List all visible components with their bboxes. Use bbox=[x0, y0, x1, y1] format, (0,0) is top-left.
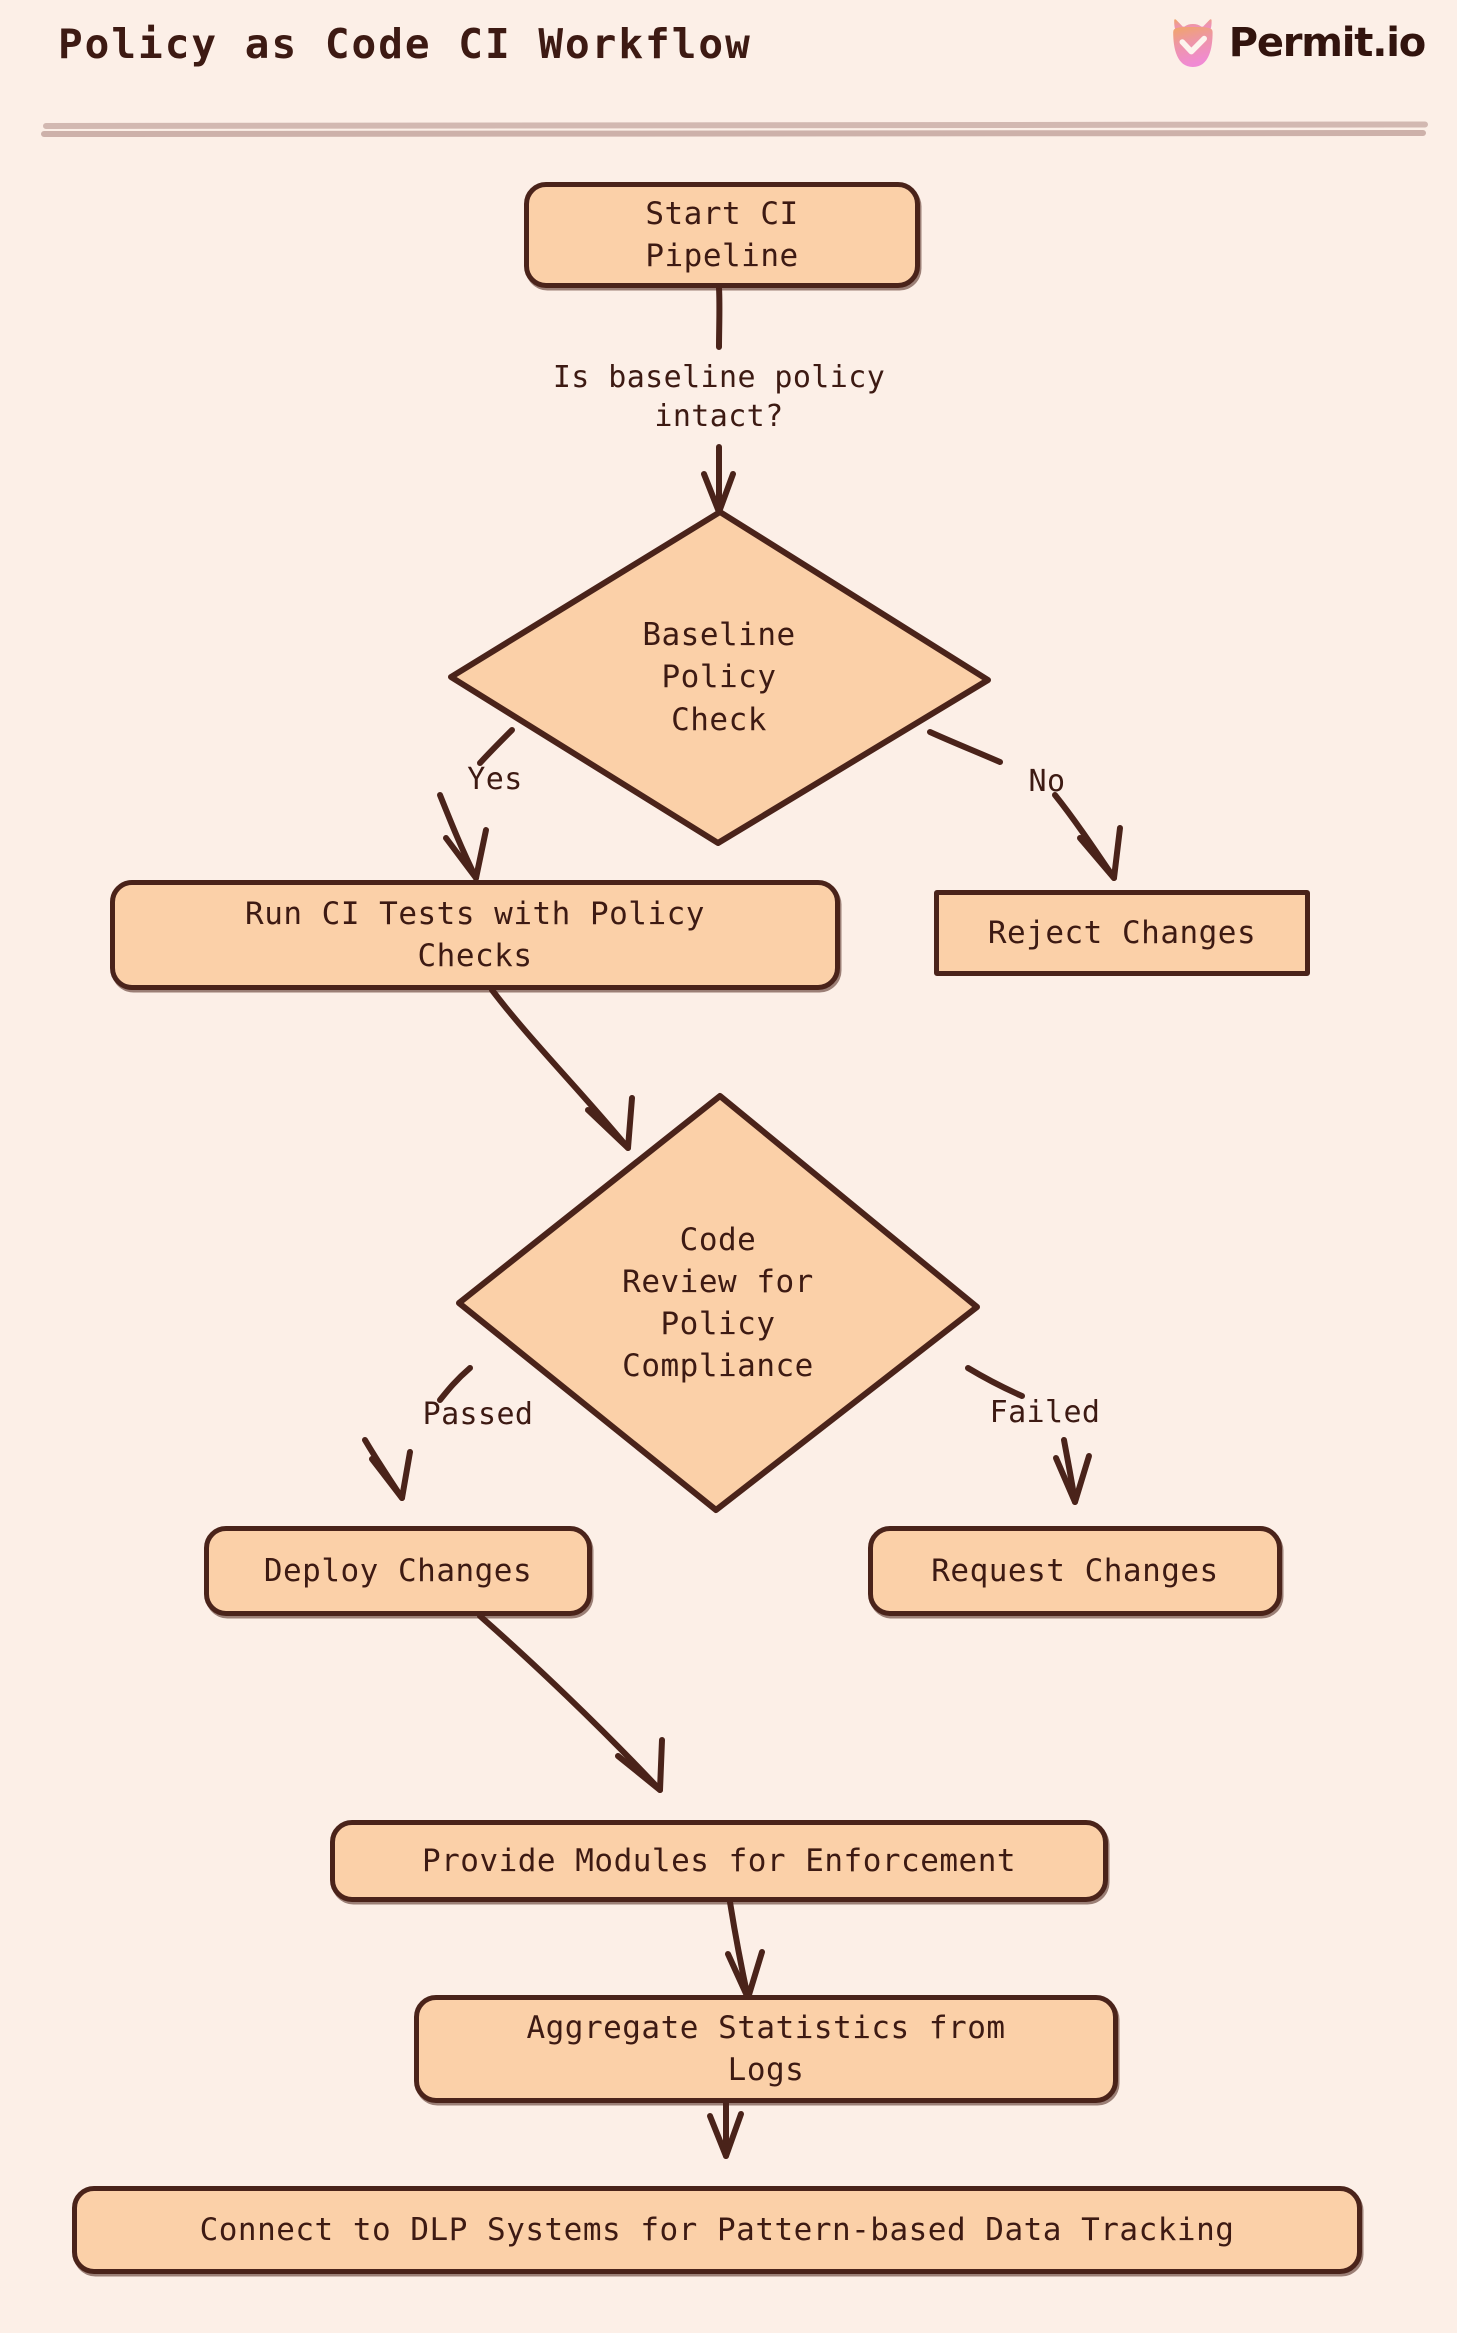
node-request-changes[interactable]: Request Changes bbox=[868, 1526, 1282, 1616]
edge-label-failed: Failed bbox=[989, 1395, 1101, 1430]
edge-label-yes: Yes bbox=[467, 762, 523, 797]
node-code-review-label: Code Review for Policy Compliance bbox=[622, 1221, 814, 1385]
page-title: Policy as Code CI Workflow bbox=[58, 20, 752, 68]
edge-aggregate-dlp-arrowhead bbox=[707, 2111, 744, 2159]
node-deploy-changes[interactable]: Deploy Changes bbox=[204, 1526, 592, 1616]
edge-deploy-provide-arrowhead bbox=[615, 1737, 665, 1793]
hand-drawn-double-rule-icon bbox=[41, 121, 1428, 137]
node-connect-dlp[interactable]: Connect to DLP Systems for Pattern-based… bbox=[72, 2186, 1362, 2274]
node-code-review[interactable]: Code Review for Policy Compliance bbox=[456, 1093, 980, 1513]
node-provide-modules[interactable]: Provide Modules for Enforcement bbox=[330, 1820, 1108, 1902]
node-baseline-policy-check[interactable]: Baseline Policy Check bbox=[448, 509, 991, 846]
edge-review-request-arrowhead bbox=[1053, 1453, 1092, 1505]
edge-label-passed: Passed bbox=[422, 1397, 534, 1432]
edge-provide-aggregate-arrowhead bbox=[725, 1949, 765, 2001]
permit-io-brand: Permit.io bbox=[1170, 18, 1426, 68]
node-start[interactable]: Start CI Pipeline bbox=[524, 182, 920, 288]
brand-name: Permit.io bbox=[1228, 20, 1426, 66]
edge-review-deploy-arrowhead bbox=[369, 1449, 413, 1501]
edge-baseline-reject bbox=[1052, 792, 1117, 881]
node-aggregate-statistics[interactable]: Aggregate Statistics from Logs bbox=[414, 1995, 1118, 2103]
edge-start-baseline-arrowhead bbox=[701, 471, 736, 515]
edge-baseline-reject-arrowhead bbox=[1077, 825, 1123, 881]
edge-deploy-provide bbox=[477, 1613, 663, 1793]
node-run-ci-tests[interactable]: Run CI Tests with Policy Checks bbox=[110, 880, 840, 990]
edge-review-deploy bbox=[362, 1437, 405, 1501]
edge-label-is-baseline-policy-intact: Is baseline policy intact? bbox=[552, 360, 886, 434]
diamond-shape bbox=[448, 509, 991, 846]
permit-cat-logo-icon bbox=[1172, 19, 1213, 67]
edge-provide-aggregate bbox=[727, 1899, 751, 2001]
edge-review-request bbox=[1061, 1437, 1078, 1505]
diamond-shape bbox=[456, 1093, 980, 1513]
edge-label-no: No bbox=[1028, 764, 1066, 799]
node-baseline-policy-check-label: Baseline Policy Check bbox=[642, 617, 796, 738]
node-reject-changes[interactable]: Reject Changes bbox=[934, 890, 1310, 976]
